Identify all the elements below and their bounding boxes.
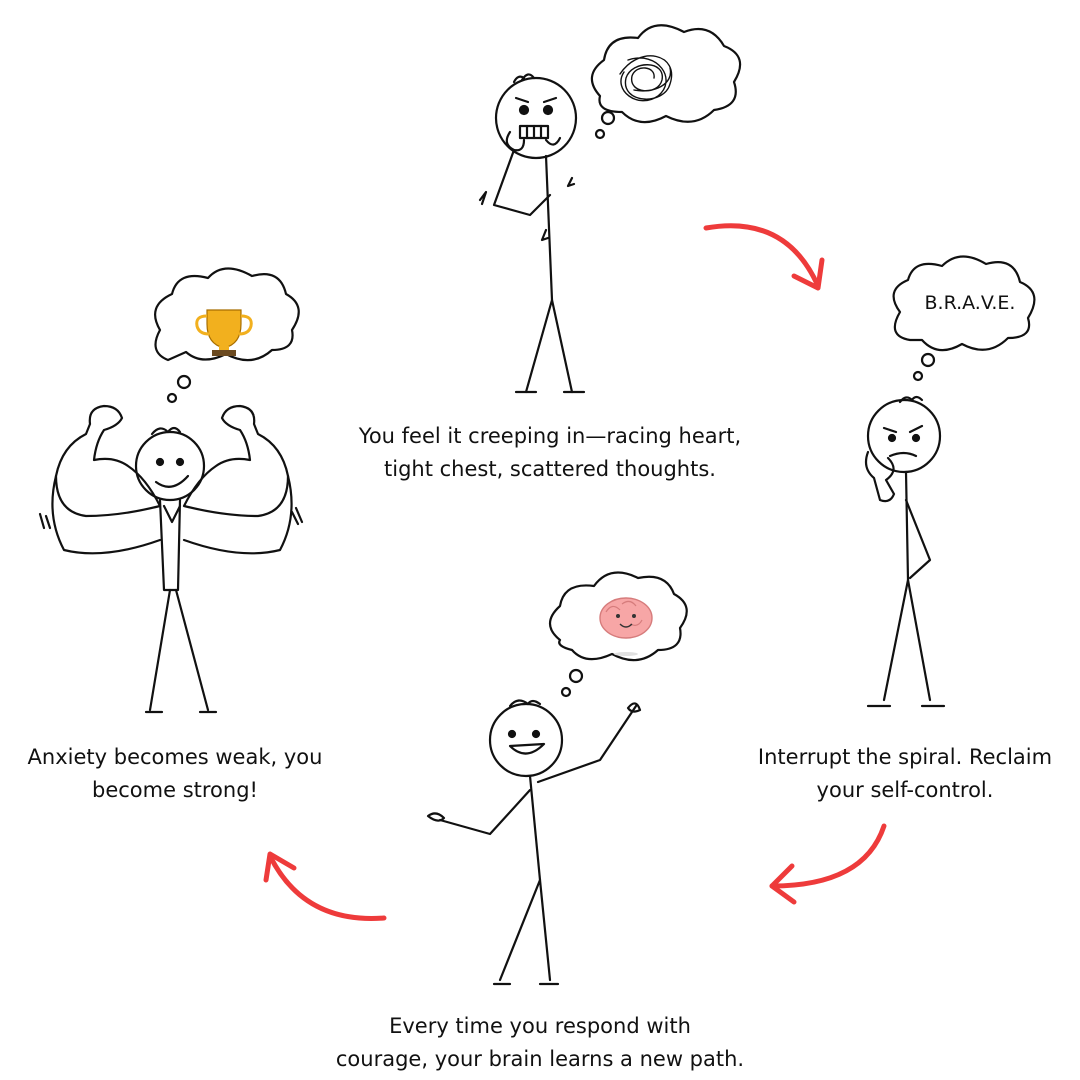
happy-brain-icon (599, 597, 653, 656)
caption-line: courage, your brain learns a new path. (335, 1047, 745, 1071)
trophy-thought-cloud (154, 267, 300, 404)
trophy-icon (195, 309, 253, 356)
strong-stick-figure (38, 404, 304, 714)
caption-line: become strong! (92, 778, 258, 802)
caption-line: You feel it creeping in—racing heart, (358, 424, 742, 448)
caption-brave-interrupt: Interrupt the spiral. Reclaim your self-… (735, 741, 1075, 807)
caption-courage-response: Every time you respond with courage, you… (305, 1010, 775, 1076)
caption-line: Interrupt the spiral. Reclaim (757, 745, 1053, 769)
arrow-top-to-right (703, 223, 825, 291)
caption-anxiety-onset: You feel it creeping in—racing heart, ti… (330, 420, 770, 486)
caption-line: Every time you respond with (389, 1014, 691, 1038)
arrow-bottom-to-left (263, 851, 387, 921)
courageous-stick-figure (426, 699, 642, 986)
arrow-right-to-bottom (769, 823, 887, 905)
caption-strength: Anxiety becomes weak, you become strong! (15, 741, 335, 807)
brain-thought-cloud (548, 571, 688, 698)
caption-line: tight chest, scattered thoughts. (384, 457, 716, 481)
anxious-stick-figure (478, 73, 586, 394)
scribble-thought-cloud (590, 24, 742, 140)
brave-thought-cloud (892, 255, 1036, 382)
caption-line: your self-control. (816, 778, 994, 802)
brave-thought-text: B.R.A.V.E. (924, 292, 1016, 314)
caption-line: Anxiety becomes weak, you (27, 745, 323, 769)
thinking-stick-figure (864, 395, 946, 708)
